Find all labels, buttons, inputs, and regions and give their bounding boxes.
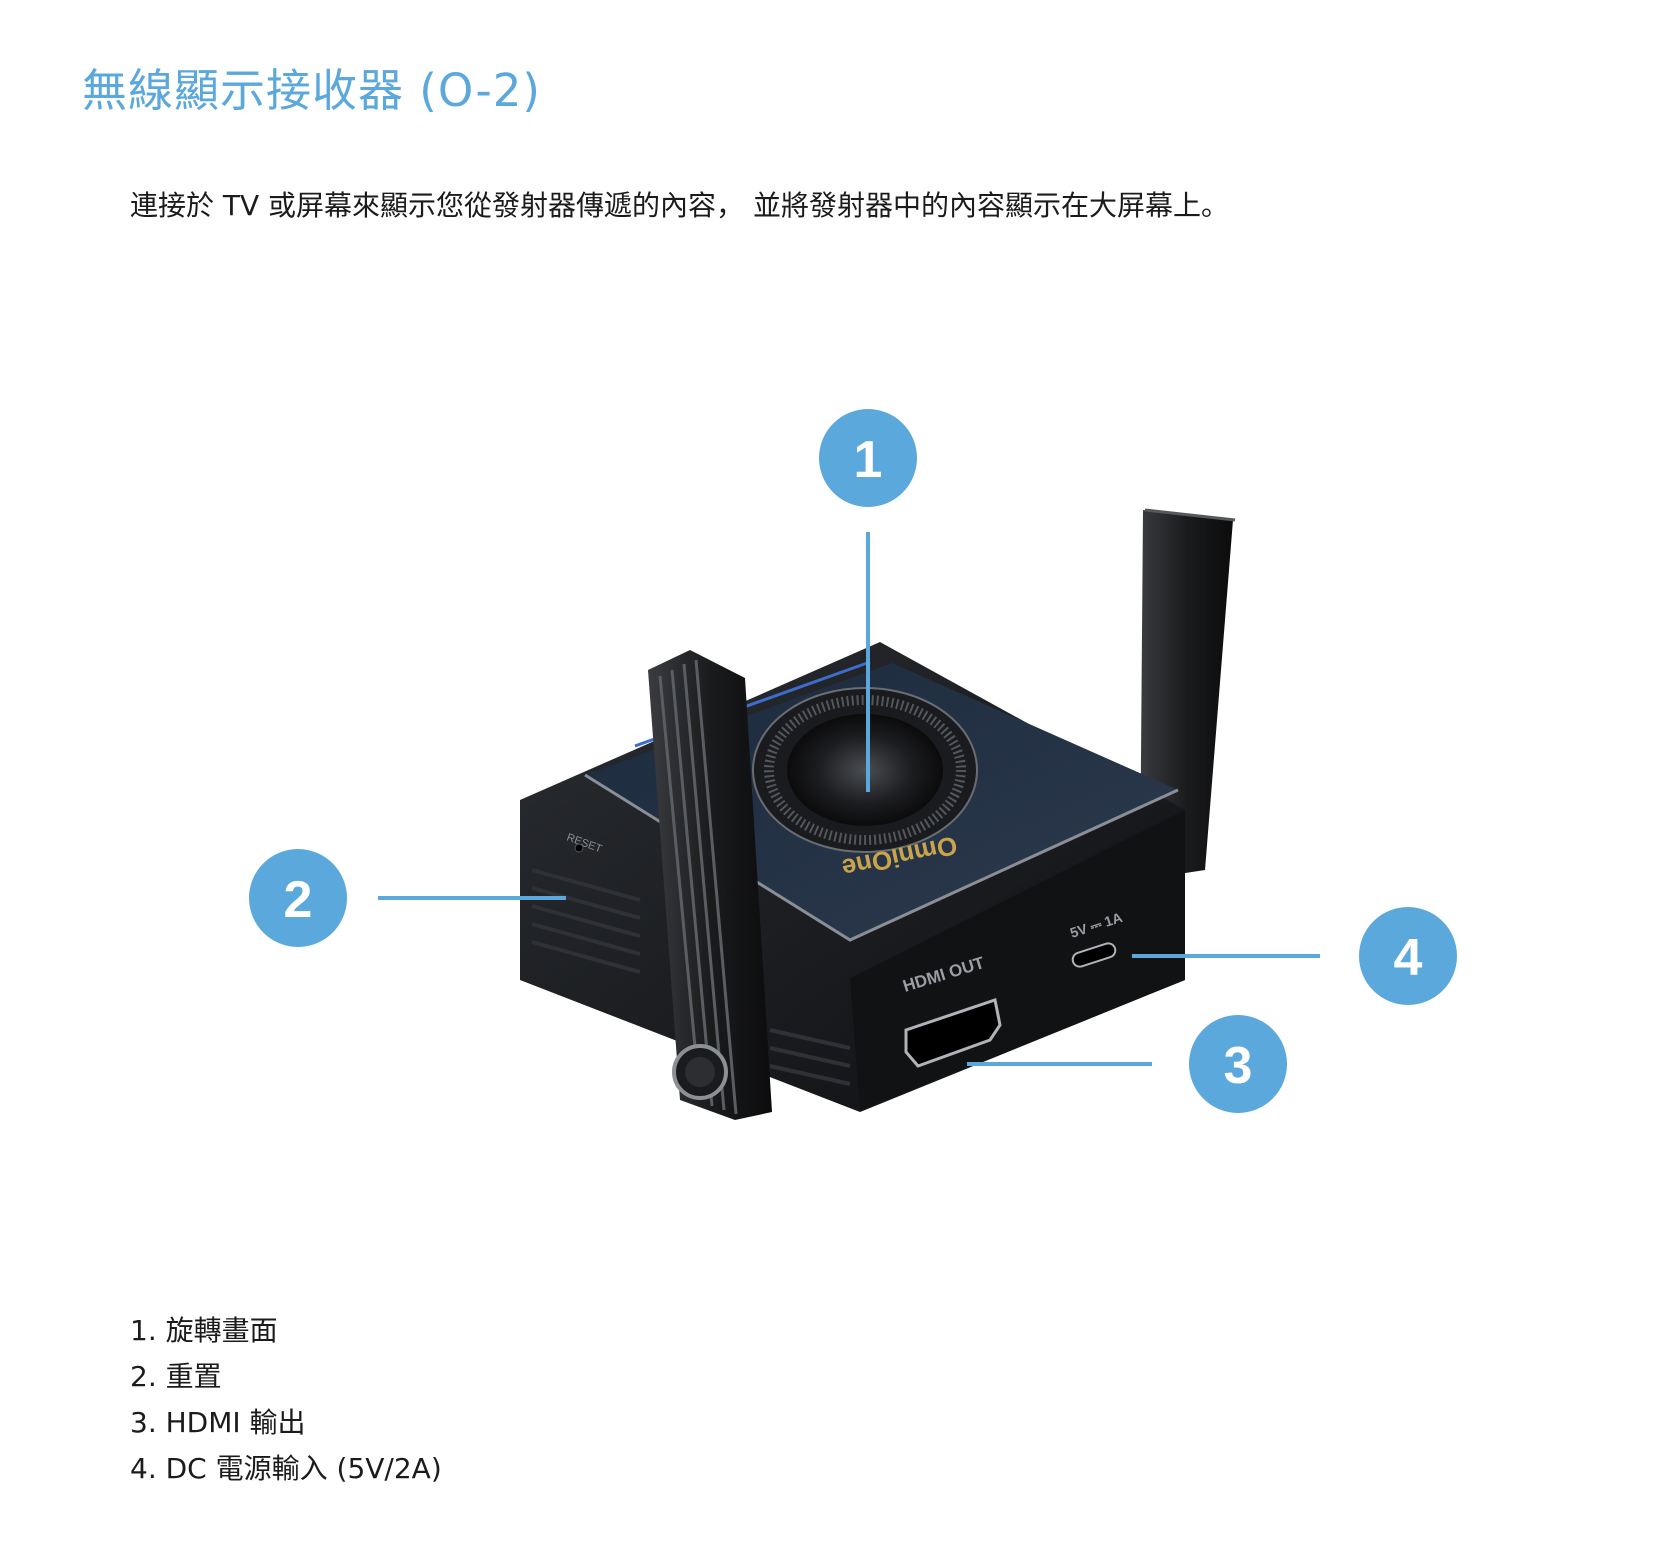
reset-hole — [574, 843, 584, 853]
hdmi-port — [904, 998, 1002, 1068]
product-description: 連接於 TV 或屏幕來顯示您從發射器傳遞的內容， 並將發射器中的內容顯示在大屏幕… — [130, 189, 1229, 222]
feature-item-dc-power: 4. DC 電源輸入 (5V/2A) — [130, 1452, 442, 1485]
feature-item-rotate: 1. 旋轉畫面 — [130, 1314, 278, 1347]
usb-c-port — [1071, 942, 1117, 968]
svg-text:3: 3 — [1224, 1037, 1253, 1095]
product-diagram: OmniOne RESET HDMI OUT 5V ⎓ 1A — [0, 380, 1664, 1180]
feature-item-hdmi-out: 3. HDMI 輸出 — [130, 1406, 306, 1439]
receiver-device: OmniOne RESET HDMI OUT 5V ⎓ 1A — [520, 508, 1236, 1120]
callout-4: 4 — [1359, 907, 1457, 1005]
svg-text:4: 4 — [1394, 929, 1423, 987]
callout-2: 2 — [249, 849, 347, 947]
rotate-knob — [752, 687, 978, 853]
callout-1: 1 — [819, 409, 917, 507]
front-antenna — [648, 650, 772, 1120]
side-vents — [531, 868, 851, 1086]
feature-list: 1. 旋轉畫面 2. 重置 3. HDMI 輸出 4. DC 電源輸入 (5V/… — [130, 1308, 442, 1492]
page-title: 無線顯示接收器 (O-2) — [82, 64, 541, 117]
callout-3: 3 — [1189, 1015, 1287, 1113]
feature-item-reset: 2. 重置 — [130, 1360, 222, 1393]
svg-text:2: 2 — [284, 871, 313, 929]
svg-text:1: 1 — [854, 431, 883, 489]
